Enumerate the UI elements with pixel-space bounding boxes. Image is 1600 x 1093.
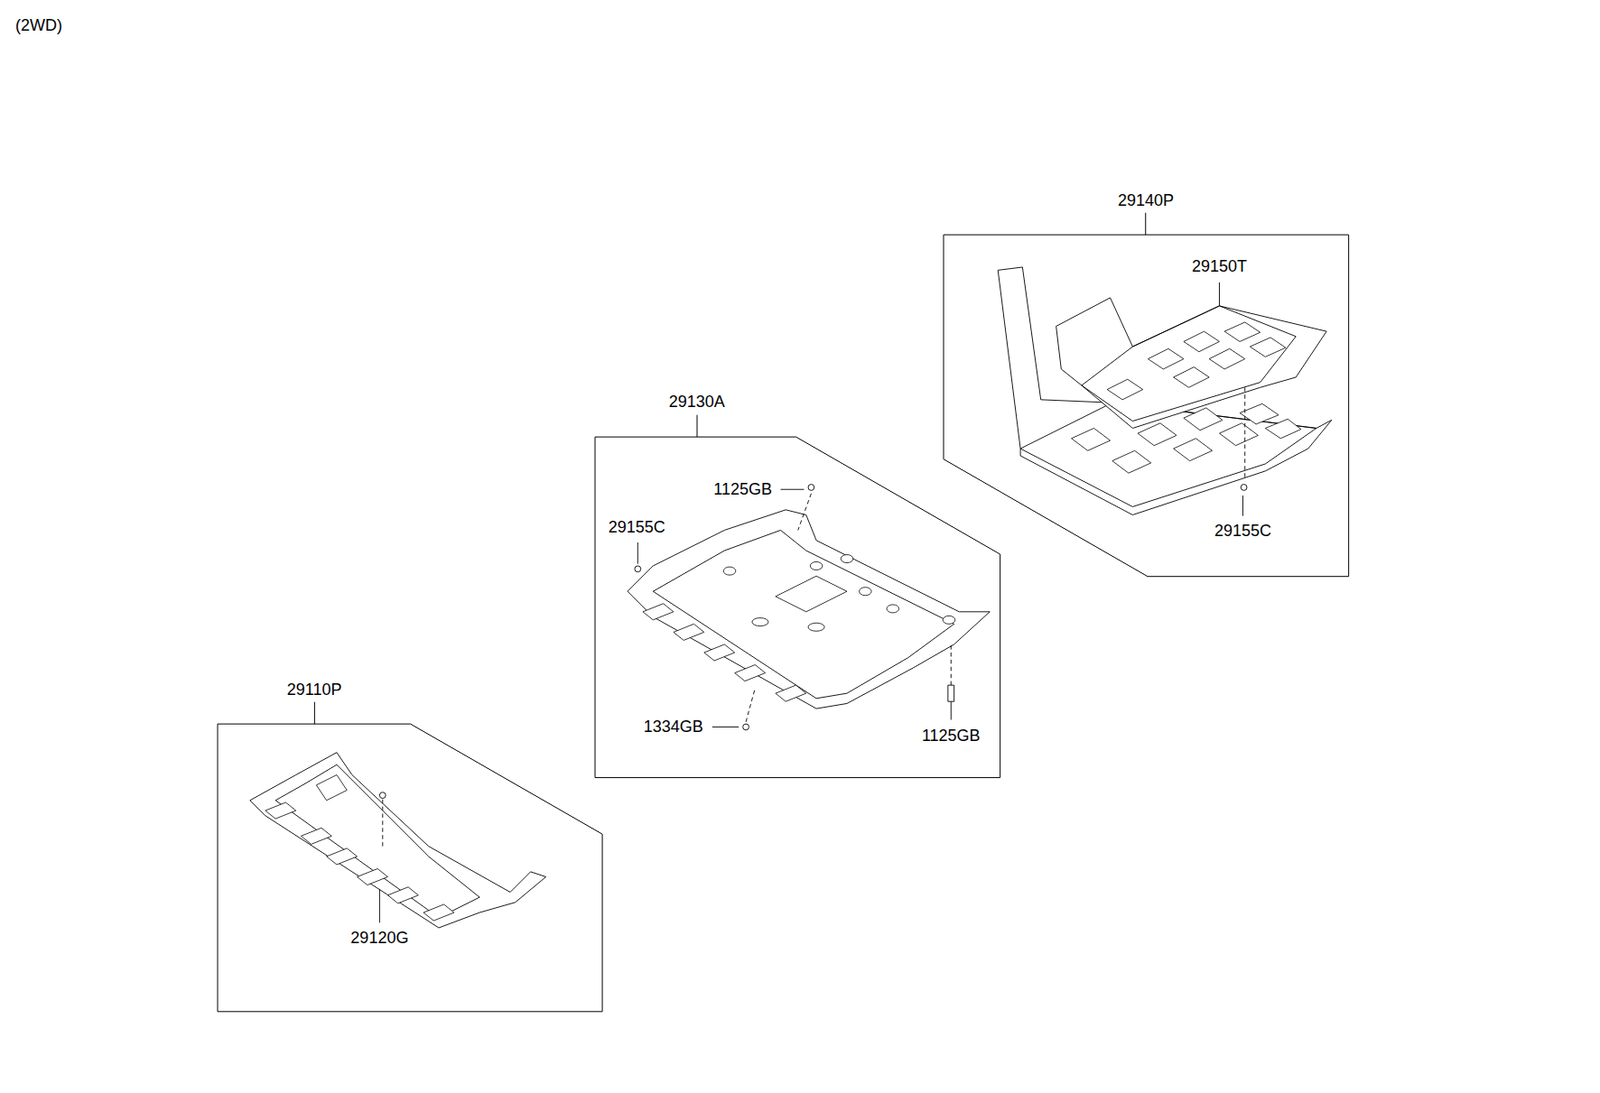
leader-line — [314, 702, 316, 725]
group-outline — [943, 186, 1349, 577]
leader-line — [1145, 213, 1147, 235]
part-number: 1334GB — [643, 718, 704, 737]
part-number: 1125GB — [713, 481, 773, 500]
part-number: 29155C — [1214, 522, 1272, 541]
part-number: (2WD) — [15, 17, 63, 36]
assembly-number: 29140P — [1117, 192, 1174, 211]
group-border — [943, 234, 1349, 577]
group-outline — [217, 676, 603, 1013]
assembly-number: 29110P — [287, 681, 343, 700]
part-number: 29155C — [608, 519, 666, 538]
group-border — [595, 437, 1001, 778]
part-number: 29120G — [350, 930, 409, 949]
group-border — [217, 724, 603, 1013]
part-group-box: 29110P — [217, 676, 603, 1013]
assembly-number: 29130A — [669, 393, 726, 412]
leader-line — [696, 414, 698, 437]
part-number: 1125GB — [921, 727, 981, 746]
part-group-box: 29140P — [943, 186, 1349, 577]
part-number: 29150T — [1191, 258, 1247, 277]
